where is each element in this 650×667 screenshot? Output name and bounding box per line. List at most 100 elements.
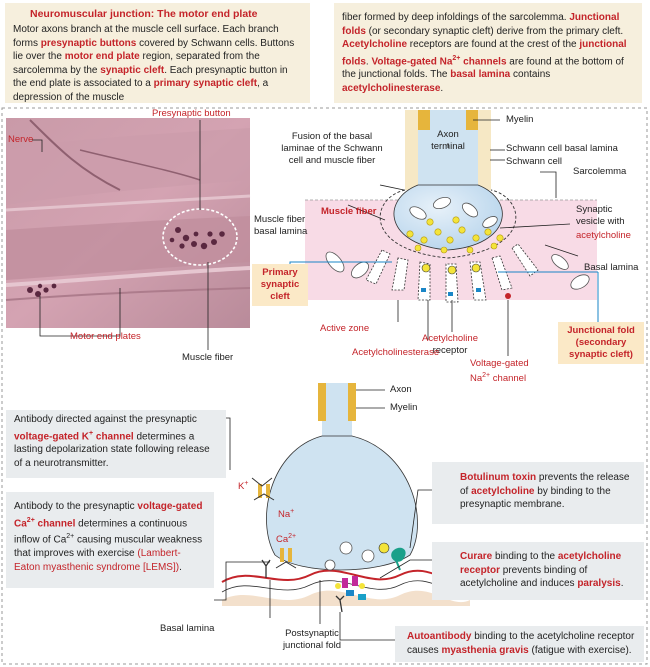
- label-ca: Ca2+: [276, 531, 296, 546]
- text-run: basal lamina: [450, 69, 511, 81]
- text-run: Junctional folds: [342, 12, 620, 37]
- label-myelin: Myelin: [506, 114, 534, 125]
- label-acetylcholinesterase: Acetylcholinesterase: [352, 347, 440, 358]
- text-run: are found at the bottom of the junctiona…: [342, 55, 624, 81]
- k-sup: +: [244, 480, 249, 487]
- box-ca-antibody: Antibody to the presynaptic voltage-gate…: [6, 492, 214, 588]
- botulinum-text: Botulinum toxin prevents the release of …: [460, 471, 636, 512]
- text-run: paralysis: [577, 578, 621, 589]
- axon-terminal-line2: terminal: [431, 141, 465, 152]
- label-basal-lamina: Basal lamina: [584, 262, 639, 273]
- text-run: Voltage-gated Na: [371, 55, 453, 67]
- text-run: myasthenia gravis: [441, 644, 529, 656]
- label-sarcolemma: Sarcolemma: [573, 166, 627, 177]
- ca-text: Ca: [276, 534, 289, 546]
- label-fusion: Fusion of the basal laminae of the Schwa…: [272, 131, 392, 167]
- text-run: presynaptic buttons: [40, 37, 137, 49]
- text-run: fiber formed by deep infoldings of the s…: [342, 12, 570, 23]
- axon-terminal-line1: Axon: [437, 129, 459, 140]
- micrograph: [5, 118, 251, 350]
- intro-text-right: fiber formed by deep infoldings of the s…: [334, 3, 642, 103]
- text-run: prevents the release of: [460, 472, 630, 497]
- text-run: determines a continuous inflow of: [14, 517, 188, 546]
- curare-text: Curare binding to the acetylcholine rece…: [460, 550, 636, 591]
- psc-line1: Primary: [262, 267, 298, 278]
- k-antibody-text: Antibody directed against the presynapti…: [14, 413, 218, 470]
- pjf-line2: junctional fold: [282, 640, 342, 651]
- k-text: K: [238, 481, 245, 493]
- fusion-line3: cell and muscle fiber: [288, 155, 376, 166]
- text-run: binding to the acetylcholine receptor ca…: [407, 631, 635, 656]
- label-schwann-cell: Schwann cell: [506, 156, 562, 167]
- text-run: causing muscular weakness that improves …: [14, 534, 203, 560]
- text-run: Ca: [53, 534, 67, 546]
- text-run: Autoantibody: [407, 631, 472, 642]
- box-k-antibody: Antibody directed against the presynapti…: [6, 410, 226, 478]
- text-run: .: [440, 82, 444, 94]
- jf-line3: synaptic cleft): [569, 349, 633, 360]
- label-axon-terminal: Axon terminal: [420, 129, 476, 153]
- label-na: Na+: [278, 506, 294, 521]
- label-active-zone: Active zone: [320, 323, 370, 334]
- superscript: 2+: [26, 516, 35, 524]
- box-autoantibody: Autoantibody binding to the acetylcholin…: [395, 626, 644, 662]
- text-run: Curare: [460, 551, 493, 562]
- na-sup: +: [290, 508, 295, 515]
- label-nerve: Nerve: [8, 134, 34, 145]
- ca-antibody-text: Antibody to the presynaptic voltage-gate…: [14, 500, 206, 574]
- label-schwann-basal-lamina: Schwann cell basal lamina: [506, 143, 618, 154]
- pjf-line1: Postsynaptic: [285, 628, 339, 639]
- figure-title: Neuromuscular junction: The motor end pl…: [30, 8, 258, 20]
- achr-line1: Acetylcholine: [422, 333, 478, 344]
- text-run: binding to the: [492, 551, 558, 562]
- text-run: .: [365, 55, 372, 67]
- psc-line2: synaptic: [260, 279, 300, 290]
- mfbl-line2: basal lamina: [254, 226, 308, 237]
- label-muscle-fiber-basal-lamina: Muscle fiber basal lamina: [254, 214, 307, 238]
- intro-paragraph-right: fiber formed by deep infoldings of the s…: [342, 11, 634, 95]
- vesicle-line2: vesicle with: [576, 216, 625, 227]
- text-run: primary synaptic cleft: [153, 78, 258, 89]
- na-text: Na: [278, 509, 291, 521]
- text-run: . Each presynaptic button in the end pla…: [13, 64, 288, 90]
- text-run: voltage-gated Ca: [14, 501, 203, 529]
- box-botulinum: Botulinum toxin prevents the release of …: [432, 462, 644, 524]
- vesicle-line1: Synaptic: [576, 204, 613, 215]
- myelin-left: [418, 110, 430, 130]
- text-run: channel: [93, 430, 134, 442]
- botulinum-shape: [391, 547, 406, 562]
- jf-line2: (secondary: [575, 337, 627, 348]
- text-run: motor end plate: [64, 51, 140, 62]
- label-voltage-gated-na: Voltage-gated Na2+ channel: [470, 358, 529, 385]
- label-acetylcholine: acetylcholine: [576, 230, 631, 241]
- text-run: covered by Schwann cells. Buttons lie ov…: [13, 37, 295, 63]
- bottom-bulb: [266, 435, 418, 571]
- superscript: 2+: [66, 533, 75, 541]
- label-bottom-myelin: Myelin: [390, 402, 418, 413]
- text-run: junctional folds: [342, 39, 627, 67]
- myelin-right: [466, 110, 478, 130]
- text-run: receptors are found at the crest of the: [407, 39, 580, 50]
- label-motor-end-plates: Motor end plates: [70, 331, 141, 342]
- text-run: (fatigue with exercise).: [528, 644, 632, 656]
- text-run: .: [179, 561, 182, 573]
- psc-line3: cleft: [270, 291, 290, 302]
- vgna-channel: channel: [490, 373, 527, 385]
- fusion-line2: laminae of the Schwann: [281, 143, 383, 154]
- text-run: acetylcholine: [471, 485, 535, 497]
- mfbl-line1: Muscle fiber: [254, 214, 306, 225]
- text-run: .: [620, 578, 624, 589]
- label-bottom-basal-lamina: Basal lamina: [160, 623, 215, 634]
- text-run: Acetylcholine: [342, 39, 408, 50]
- label-muscle-fiber-micro: Muscle fiber: [182, 352, 234, 363]
- box-curare: Curare binding to the acetylcholine rece…: [432, 542, 644, 600]
- endplate-diagram: [289, 110, 599, 356]
- intro-text-left: Neuromuscular junction: The motor end pl…: [5, 3, 310, 103]
- text-run: voltage-gated K: [14, 430, 90, 442]
- label-presynaptic-button: Presynaptic button: [152, 108, 231, 119]
- vgna-line2: Na2+ channel: [470, 370, 529, 385]
- label-muscle-fiber: Muscle fiber: [321, 206, 377, 217]
- vgna-sup: 2+: [482, 372, 491, 379]
